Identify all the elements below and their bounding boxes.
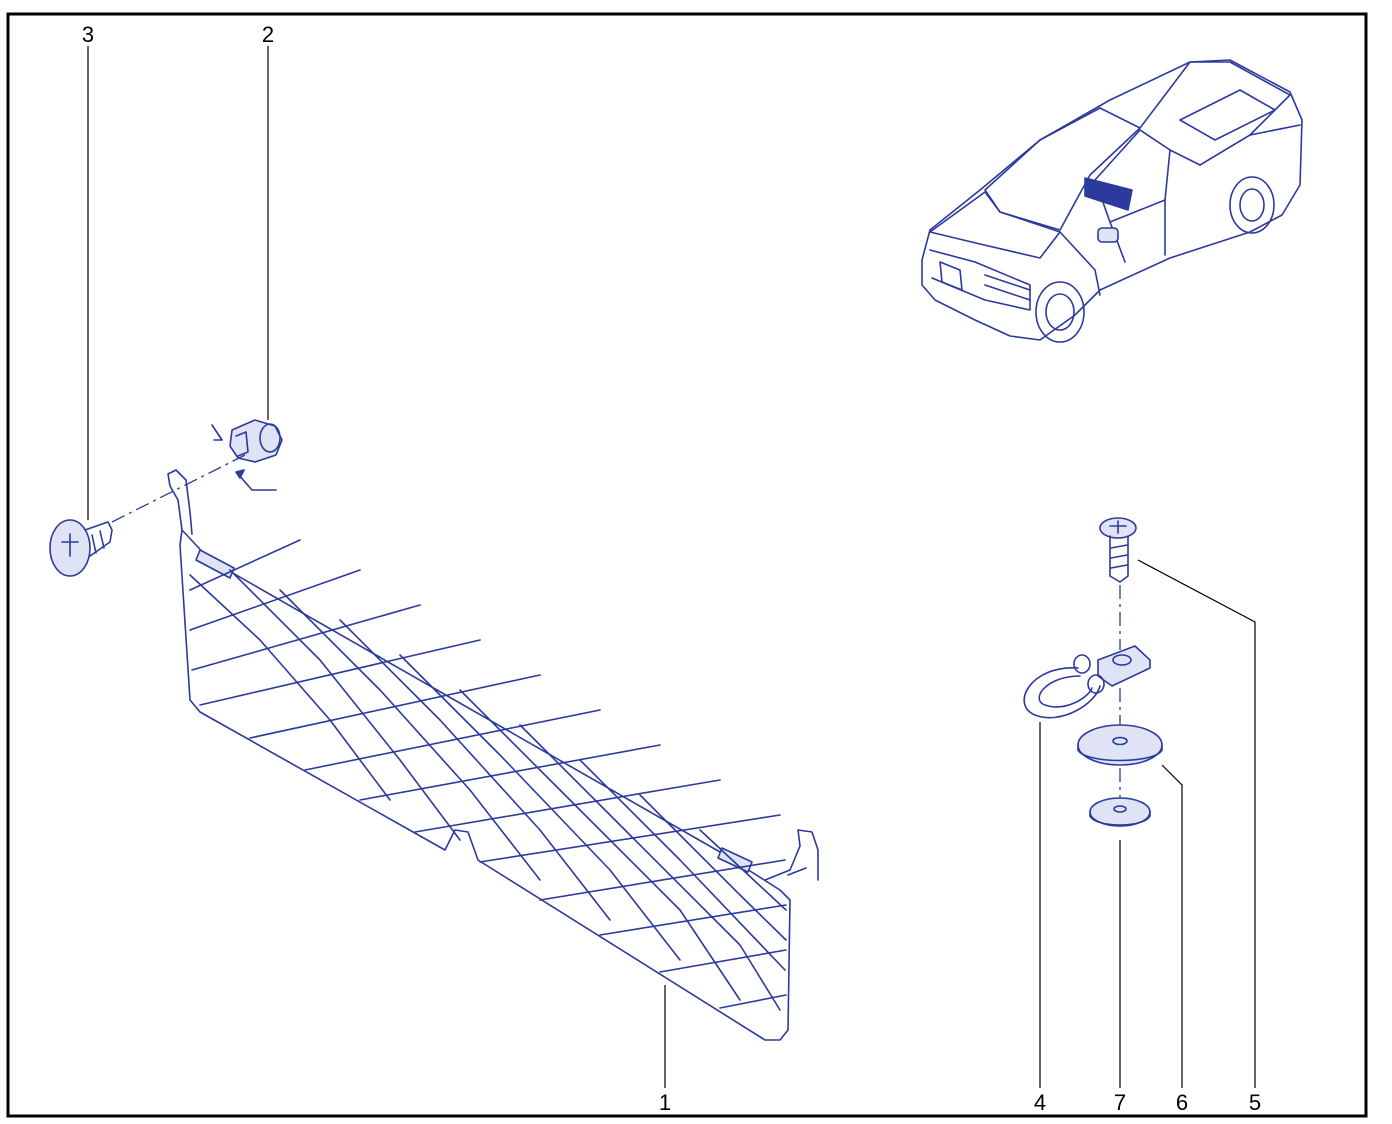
callout-2: 2 [262, 22, 274, 47]
bolt-part [1099, 517, 1137, 583]
callout-6: 6 [1176, 1090, 1188, 1115]
plastic-rivet-part [49, 519, 113, 577]
vehicle-illustration [921, 59, 1303, 343]
callout-1: 1 [659, 1090, 671, 1115]
diagram-frame [6, 12, 1368, 1118]
tie-down-ring-part [1023, 645, 1151, 719]
callout-4: 4 [1034, 1090, 1046, 1115]
mounting-clip-part [211, 419, 283, 491]
cargo-net-part [167, 469, 819, 1041]
callout-3: 3 [82, 22, 94, 47]
large-washer-part [1077, 724, 1163, 766]
small-washer-part [1089, 797, 1151, 827]
callout-7: 7 [1114, 1090, 1126, 1115]
leader-lines [87, 46, 1256, 1088]
callout-5: 5 [1249, 1090, 1261, 1115]
